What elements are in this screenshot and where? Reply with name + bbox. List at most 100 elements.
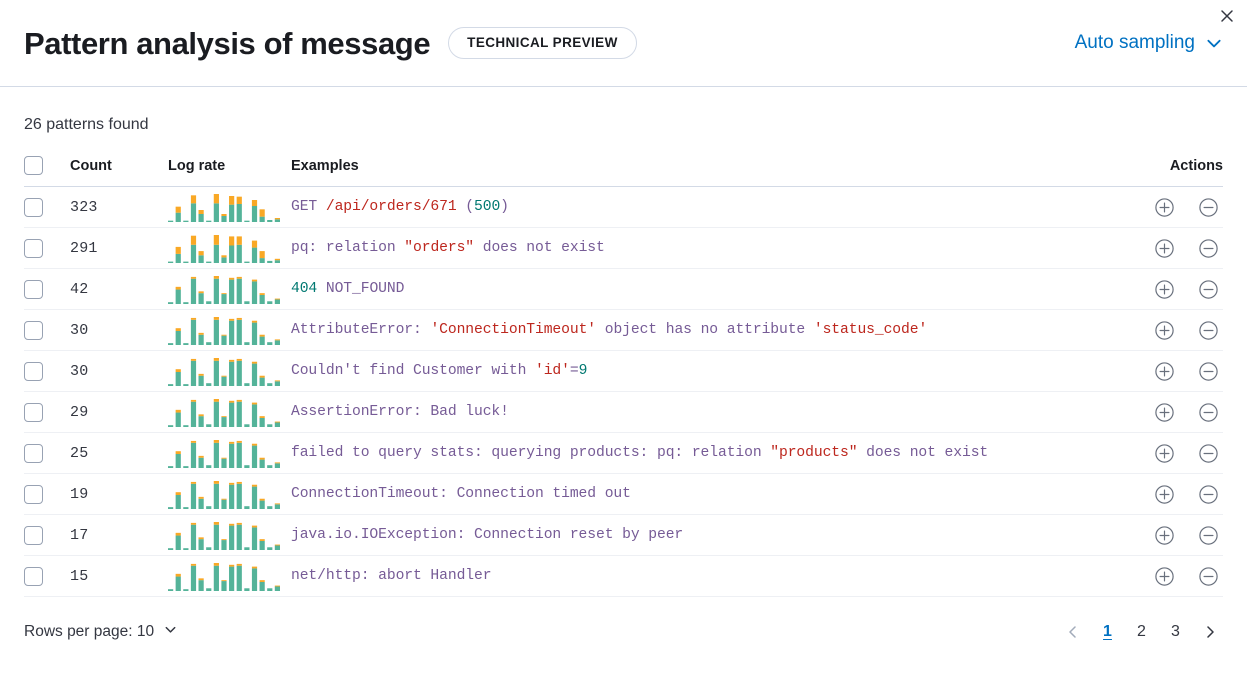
example-token: /api/orders/671: [325, 199, 457, 215]
table-row[interactable]: 19 ConnectionTimeout: Connection timed o…: [24, 473, 1223, 515]
plus-in-circle-icon[interactable]: [1150, 315, 1180, 345]
table-header-row: Count Log rate Examples Actions: [24, 156, 1223, 187]
row-checkbox[interactable]: [24, 361, 43, 381]
minus-in-circle-icon[interactable]: [1193, 233, 1223, 263]
minus-in-circle-icon[interactable]: [1193, 479, 1223, 509]
row-actions: [1103, 186, 1223, 228]
chevron-left-icon[interactable]: [1060, 619, 1086, 645]
row-checkbox[interactable]: [24, 320, 43, 340]
row-select-cell: [24, 473, 70, 515]
row-checkbox[interactable]: [24, 484, 43, 504]
plus-in-circle-icon[interactable]: [1150, 192, 1180, 222]
row-checkbox[interactable]: [24, 238, 43, 258]
row-select-cell: [24, 391, 70, 433]
minus-in-circle-icon[interactable]: [1193, 192, 1223, 222]
auto-sampling-dropdown[interactable]: Auto sampling: [1075, 32, 1223, 54]
plus-in-circle-icon[interactable]: [1150, 479, 1180, 509]
row-actions: [1103, 514, 1223, 556]
row-log-rate-sparkline: [168, 309, 291, 351]
example-token: failed to query stats: querying products…: [291, 445, 771, 461]
row-example: Couldn't find Customer with 'id'=9: [291, 350, 1103, 392]
row-example: failed to query stats: querying products…: [291, 432, 1103, 474]
close-icon[interactable]: [1213, 2, 1241, 30]
table-row[interactable]: 30 AttributeError: 'ConnectionTimeout' o…: [24, 309, 1223, 351]
select-all-checkbox[interactable]: [24, 156, 43, 175]
row-checkbox[interactable]: [24, 525, 43, 545]
row-log-rate-sparkline: [168, 227, 291, 269]
row-example: AssertionError: Bad luck!: [291, 391, 1103, 433]
row-select-cell: [24, 227, 70, 269]
row-checkbox[interactable]: [24, 566, 43, 586]
row-actions: [1103, 268, 1223, 310]
dialog-header: Pattern analysis of message TECHNICAL PR…: [0, 0, 1247, 87]
row-select-cell: [24, 186, 70, 228]
row-count: 15: [70, 555, 168, 597]
row-log-rate-sparkline: [168, 186, 291, 228]
example-token: 9: [578, 363, 588, 379]
minus-in-circle-icon[interactable]: [1193, 397, 1223, 427]
example-token: 404: [291, 281, 318, 297]
minus-in-circle-icon[interactable]: [1193, 438, 1223, 468]
plus-in-circle-icon[interactable]: [1150, 438, 1180, 468]
minus-in-circle-icon[interactable]: [1193, 561, 1223, 591]
rows-per-page-selector[interactable]: Rows per page: 10: [12, 622, 178, 642]
rows-per-page-label: Rows per page: 10: [24, 622, 155, 640]
table-row[interactable]: 17 java.io.IOException: Connection reset…: [24, 514, 1223, 556]
example-token: java.io.IOException: Connection reset by…: [291, 527, 684, 543]
row-select-cell: [24, 350, 70, 392]
minus-in-circle-icon[interactable]: [1193, 315, 1223, 345]
row-actions: [1103, 309, 1223, 351]
table-row[interactable]: 42 404 NOT_FOUND: [24, 268, 1223, 310]
table-row[interactable]: 15 net/http: abort Handler: [24, 555, 1223, 597]
page-2-button[interactable]: 2: [1137, 622, 1146, 640]
row-checkbox[interactable]: [24, 402, 43, 422]
plus-in-circle-icon[interactable]: [1150, 561, 1180, 591]
chevron-down-icon: [1205, 34, 1223, 52]
row-actions: [1103, 227, 1223, 269]
table-row[interactable]: 29 AssertionError: Bad luck!: [24, 391, 1223, 433]
example-token: "orders": [404, 240, 475, 256]
row-select-cell: [24, 268, 70, 310]
row-actions: [1103, 473, 1223, 515]
example-token: ): [500, 199, 509, 215]
table-row[interactable]: 25 failed to query stats: querying produ…: [24, 432, 1223, 474]
count-header[interactable]: Count: [70, 156, 168, 187]
technical-preview-badge: TECHNICAL PREVIEW: [448, 27, 637, 59]
example-token: does not exist: [857, 445, 989, 461]
table-footer: Rows per page: 10 1 2 3: [0, 597, 1247, 651]
example-token: 'ConnectionTimeout': [430, 322, 597, 338]
row-checkbox[interactable]: [24, 443, 43, 463]
example-token: pq: relation: [291, 240, 405, 256]
row-count: 291: [70, 227, 168, 269]
plus-in-circle-icon[interactable]: [1150, 233, 1180, 263]
plus-in-circle-icon[interactable]: [1150, 397, 1180, 427]
minus-in-circle-icon[interactable]: [1193, 520, 1223, 550]
plus-in-circle-icon[interactable]: [1150, 274, 1180, 304]
example-token: Couldn't find Customer with: [291, 363, 535, 379]
page-1-button[interactable]: 1: [1103, 622, 1112, 640]
minus-in-circle-icon[interactable]: [1193, 356, 1223, 386]
row-count: 29: [70, 391, 168, 433]
example-token: AttributeError:: [291, 322, 431, 338]
row-example: pq: relation "orders" does not exist: [291, 227, 1103, 269]
plus-in-circle-icon[interactable]: [1150, 356, 1180, 386]
table-row[interactable]: 291 pq: relation "orders" does not exist: [24, 227, 1223, 269]
example-token: "products": [770, 445, 858, 461]
row-count: 42: [70, 268, 168, 310]
chevron-right-icon[interactable]: [1197, 619, 1223, 645]
examples-header[interactable]: Examples: [291, 156, 1103, 187]
row-checkbox[interactable]: [24, 279, 43, 299]
minus-in-circle-icon[interactable]: [1193, 274, 1223, 304]
row-count: 19: [70, 473, 168, 515]
row-example: ConnectionTimeout: Connection timed out: [291, 473, 1103, 515]
chevron-down-icon: [163, 622, 178, 642]
page-title: Pattern analysis of message: [24, 25, 431, 61]
table-row[interactable]: 30 Couldn't find Customer with 'id'=9: [24, 350, 1223, 392]
row-checkbox[interactable]: [24, 197, 43, 217]
log-rate-header[interactable]: Log rate: [168, 156, 291, 187]
actions-header: Actions: [1103, 156, 1223, 187]
plus-in-circle-icon[interactable]: [1150, 520, 1180, 550]
example-token: net/http: abort Handler: [291, 568, 492, 584]
page-3-button[interactable]: 3: [1171, 622, 1180, 640]
table-row[interactable]: 323 GET /api/orders/671 (500): [24, 186, 1223, 228]
